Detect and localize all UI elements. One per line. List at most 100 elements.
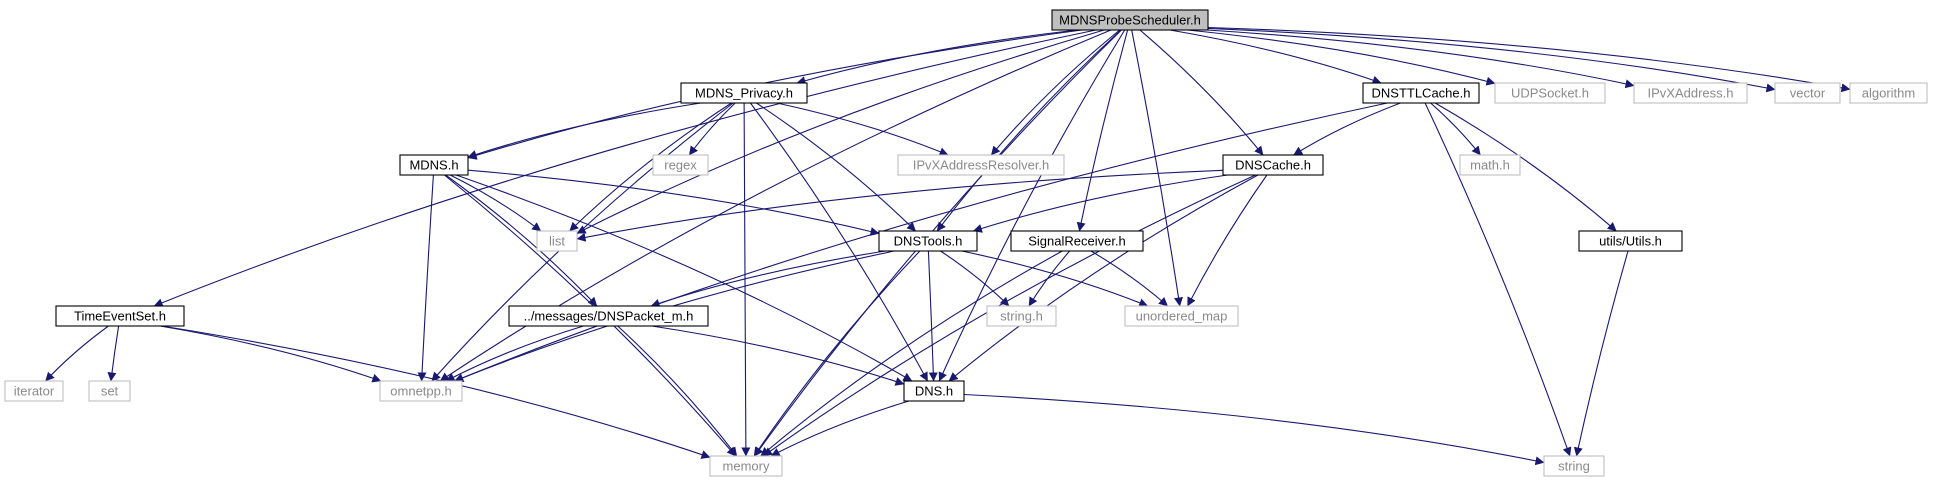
edge-line [770,400,910,457]
edge-line [1028,250,1071,307]
node-label: SignalReceiver.h [1028,233,1126,248]
node-box [379,380,463,402]
node-label: set [101,383,119,398]
edge-root-to-udpsocket [1187,29,1496,86]
edge-line [153,29,1097,307]
edge-utils-to-string [1573,250,1629,457]
node-label: vector [1790,85,1826,100]
edge-dnstools-to-unordered [961,250,1149,307]
edge-root-to-dnsttl [1169,29,1382,85]
edge-dnsttl-to-dnscache [1293,102,1401,156]
edge-dnscache-to-list [576,169,1224,242]
edge-line [1207,27,1776,93]
edge-line [1169,29,1382,85]
edge-line [936,29,1122,232]
edge-dnstools-to-dns [927,250,938,382]
edge-line [454,102,1388,382]
node-list: list [536,230,578,252]
node-dnsttl[interactable]: DNSTTLCache.h [1362,82,1480,104]
node-dnstools[interactable]: DNSTools.h [878,230,978,252]
edge-line [576,169,1224,242]
edge-root-to-ipvxresolver [990,29,1121,156]
edge-line [756,102,916,232]
node-regex: regex [652,154,709,176]
node-utils[interactable]: utils/Utils.h [1578,230,1683,252]
edge-privacy-to-regex [688,102,736,156]
edge-line [107,325,120,382]
edge-dnspacket-to-dns [651,325,905,386]
node-set: set [88,380,131,402]
node-ipvxresolver: IPvXAddressResolver.h [897,154,1065,176]
node-box [1010,230,1144,252]
node-label: ../messages/DNSPacket_m.h [524,308,694,323]
node-label: TimeEventSet.h [74,308,166,323]
edge-line [1573,250,1629,457]
node-box [88,380,131,402]
node-box [399,154,469,176]
edge-signal-to-memory [760,250,1063,457]
edge-timeevent-to-set [107,325,120,382]
node-box [1362,82,1480,104]
node-label: MDNS.h [409,157,458,172]
edge-root-to-ipvxaddr [1206,29,1635,89]
edge-root-to-signal [1076,29,1129,232]
edge-line [972,174,1228,233]
node-algorithm: algorithm [1849,82,1928,104]
edge-dnstools-to-dnspacket [650,250,886,308]
node-omnetpp: omnetpp.h [379,380,463,402]
node-udpsocket: UDPSocket.h [1494,82,1606,104]
node-box [1849,82,1928,104]
edge-root-to-dns [938,29,1126,382]
node-string: string [1543,455,1605,477]
node-box [536,230,578,252]
edge-line [569,102,732,232]
edge-mdns-to-dnspacket [445,174,598,307]
node-box [508,305,709,327]
edge-dns-to-memory [770,400,910,457]
node-memory: memory [709,455,783,477]
node-dns[interactable]: DNS.h [903,380,965,402]
node-root[interactable]: MDNSProbeScheduler.h [1051,9,1209,31]
node-box [4,380,64,402]
edge-line [963,393,1545,466]
node-box [897,154,1065,176]
node-dnspacket[interactable]: ../messages/DNSPacket_m.h [508,305,709,327]
node-label: list [549,233,565,248]
edge-line [445,325,584,382]
edge-root-to-unordered [1131,29,1183,307]
node-label: DNSTools.h [894,233,963,248]
edge-line [1090,250,1168,307]
node-signal[interactable]: SignalReceiver.h [1010,230,1144,252]
node-dnscache[interactable]: DNSCache.h [1222,154,1324,176]
node-label: DNSTTLCache.h [1372,85,1471,100]
edge-dnspacket-to-memory [617,325,738,457]
edge-line [445,174,598,307]
edge-line [796,29,1078,86]
edge-root-to-timeevent [153,29,1097,307]
edge-privacy-to-dns [749,102,929,382]
node-box [1124,305,1239,327]
edge-line [651,325,905,386]
edge-root-to-list [576,29,1105,234]
node-box [652,154,709,176]
edge-root-to-vector [1207,27,1776,93]
node-mdns[interactable]: MDNS.h [399,154,469,176]
node-label: DNSCache.h [1235,157,1311,172]
edge-dnsttl-to-utils [1434,102,1617,232]
edge-line [940,250,1010,307]
edge-dnscache-to-dnstools [972,174,1228,233]
node-box [903,380,965,402]
edge-line [160,325,382,383]
edge-line [961,250,1149,307]
node-box [1543,455,1605,477]
node-box [1578,230,1683,252]
node-label: string [1558,458,1590,473]
node-privacy[interactable]: MDNS_Privacy.h [680,82,808,104]
node-label: IPvXAddress.h [1648,85,1734,100]
node-label: string.h [1000,308,1043,323]
node-timeevent[interactable]: TimeEventSet.h [55,305,185,327]
edge-line [1187,29,1496,86]
node-ipvxaddr: IPvXAddress.h [1633,82,1748,104]
node-box [1222,154,1324,176]
edge-privacy-to-dnstools [756,102,916,232]
